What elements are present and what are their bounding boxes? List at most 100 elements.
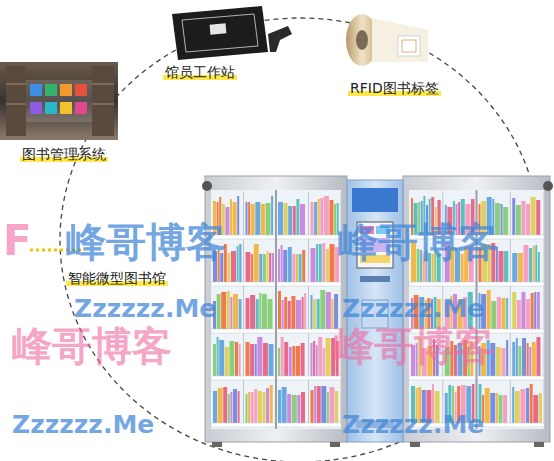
book <box>327 392 329 423</box>
book <box>237 246 239 282</box>
book <box>304 293 306 329</box>
book <box>521 201 525 235</box>
book <box>506 340 508 376</box>
book <box>532 342 536 376</box>
divider <box>341 380 342 427</box>
book <box>246 394 248 423</box>
book <box>536 337 540 376</box>
book <box>284 297 287 329</box>
divider <box>544 239 545 286</box>
divider <box>243 380 244 427</box>
book <box>271 196 273 235</box>
book <box>259 293 261 329</box>
divider <box>243 286 244 333</box>
rfid-roll <box>346 14 428 66</box>
book <box>272 253 274 282</box>
book <box>225 347 229 376</box>
book <box>288 301 291 329</box>
book <box>323 348 325 376</box>
dashed-ring <box>60 18 540 461</box>
book <box>314 386 316 423</box>
book <box>299 254 302 282</box>
book <box>526 204 530 235</box>
book <box>239 299 242 329</box>
door-seam <box>275 190 277 429</box>
book <box>326 249 329 282</box>
book <box>218 388 223 423</box>
book <box>501 204 503 235</box>
divider <box>544 380 545 427</box>
book <box>326 292 331 329</box>
divider <box>510 239 511 286</box>
book <box>496 393 498 423</box>
divider <box>544 192 545 239</box>
divider <box>243 192 244 239</box>
divider <box>308 333 309 380</box>
book <box>512 292 516 329</box>
book <box>263 343 268 376</box>
book <box>296 254 298 282</box>
book <box>239 344 241 376</box>
book <box>251 392 254 423</box>
book <box>538 252 540 282</box>
divider <box>243 333 244 380</box>
book <box>330 244 335 282</box>
book <box>515 391 520 423</box>
book <box>526 388 529 423</box>
divider <box>308 192 309 239</box>
watermark: 峰哥博客 <box>338 218 498 266</box>
book <box>225 207 229 235</box>
book <box>227 253 230 282</box>
system-screen <box>0 62 118 140</box>
divider <box>544 286 545 333</box>
book <box>517 300 521 329</box>
component-label: RFID图书标签 <box>348 80 441 97</box>
book <box>263 254 266 282</box>
book <box>278 390 281 423</box>
book <box>263 392 266 423</box>
book <box>317 299 320 329</box>
book <box>533 395 538 423</box>
watermark: Zzzzzz.Me <box>12 410 154 440</box>
divider <box>510 333 511 380</box>
book <box>300 204 305 235</box>
book <box>330 387 335 423</box>
book <box>289 347 292 376</box>
book <box>302 250 305 282</box>
book <box>529 347 531 376</box>
book <box>529 248 532 282</box>
book <box>268 299 273 329</box>
book <box>282 387 287 423</box>
workstation <box>172 6 292 60</box>
book <box>520 389 525 423</box>
book <box>219 340 224 376</box>
book <box>221 292 226 329</box>
book <box>319 244 322 282</box>
book <box>490 393 495 423</box>
divider <box>510 380 511 427</box>
book <box>278 348 280 376</box>
divider <box>308 286 309 333</box>
book <box>499 395 503 423</box>
divider <box>308 239 309 286</box>
book <box>311 343 313 376</box>
book <box>296 199 299 235</box>
book <box>255 202 260 235</box>
book <box>284 203 288 235</box>
book <box>269 344 274 376</box>
book <box>278 291 281 329</box>
book <box>250 344 254 376</box>
book <box>516 205 521 235</box>
book <box>512 198 515 235</box>
book <box>248 202 250 235</box>
book <box>228 394 230 423</box>
book <box>259 254 262 282</box>
book <box>288 247 292 282</box>
divider <box>243 239 244 286</box>
book <box>313 299 316 329</box>
book <box>233 389 237 423</box>
book <box>496 347 501 376</box>
book <box>506 298 508 329</box>
book <box>521 292 525 329</box>
book <box>297 395 300 423</box>
